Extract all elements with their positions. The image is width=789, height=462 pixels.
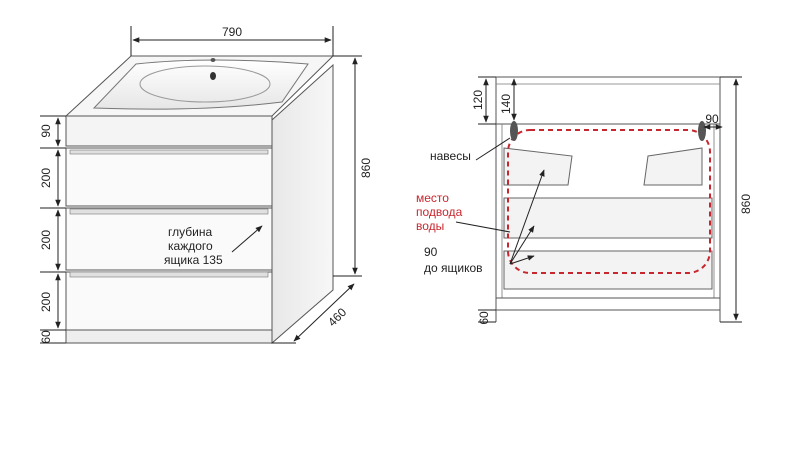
- depth-note-line-2: каждого: [168, 239, 213, 253]
- faucet-hole-icon: [210, 72, 216, 80]
- back-plinth: [495, 297, 721, 311]
- hangers-leader: [475, 137, 511, 161]
- back-view: 120 140 90 860 60 навесы место подвода в…: [416, 76, 753, 325]
- back-top-band: [495, 76, 721, 125]
- drain-icon: [210, 58, 216, 62]
- water-supply-zone: [507, 129, 711, 274]
- hangers-label: навесы: [430, 149, 471, 163]
- drawer1-dim-label: 200: [39, 168, 53, 188]
- water-label-line-3: воды: [416, 219, 444, 233]
- front-view: 790 860 460 90 200 200 200 60 глубина: [39, 25, 373, 345]
- drawer-2-handle: [69, 208, 269, 215]
- countertop-front: [65, 115, 273, 147]
- water-leader: [455, 221, 511, 233]
- drawer2-dim-label: 200: [39, 230, 53, 250]
- water-label-line-1: место: [416, 191, 449, 205]
- drawer-gap-leader-1: [509, 169, 545, 265]
- back-hinge-dim-label: 140: [499, 94, 513, 114]
- plinth: [65, 329, 273, 344]
- back-side-dim-label: 90: [705, 112, 719, 126]
- back-drawer-bottom: [503, 250, 713, 290]
- drawer-2: [65, 207, 273, 271]
- basin-bowl: [139, 65, 271, 103]
- back-height-dim-label: 860: [739, 194, 753, 214]
- drawer-3-handle: [69, 271, 269, 278]
- hanger-left-icon: [510, 121, 518, 141]
- drawer-gap-leader-3: [509, 255, 535, 265]
- drawer-1: [65, 147, 273, 207]
- top-dim-label: 90: [39, 124, 53, 138]
- back-drawer-top-right: [643, 147, 703, 186]
- plinth-dim-label: 60: [39, 330, 53, 344]
- drawer-3: [65, 271, 273, 331]
- left-dimension-chain: [40, 115, 66, 344]
- drawer3-dim-label: 200: [39, 292, 53, 312]
- depth-note-leader: [231, 225, 263, 253]
- drawer-gap-leader-2: [509, 225, 535, 265]
- drawer-1-handle: [69, 149, 269, 155]
- depth-dimension-line: [293, 283, 355, 342]
- drawer-gap-label-line-2: до ящиков: [424, 261, 483, 275]
- depth-note-line-3: ящика 135: [164, 253, 223, 267]
- depth-note-line-1: глубина: [168, 225, 212, 239]
- water-label-line-2: подвода: [416, 205, 463, 219]
- back-drawer-middle: [503, 197, 713, 239]
- back-top-dim-label: 120: [471, 90, 485, 110]
- back-plinth-dim-label: 60: [477, 311, 491, 325]
- height-dimension-label: 860: [359, 158, 373, 178]
- drawer-gap-label-line-1: 90: [424, 245, 438, 259]
- width-dimension-label: 790: [222, 25, 242, 39]
- back-drawer-top-left: [503, 147, 573, 186]
